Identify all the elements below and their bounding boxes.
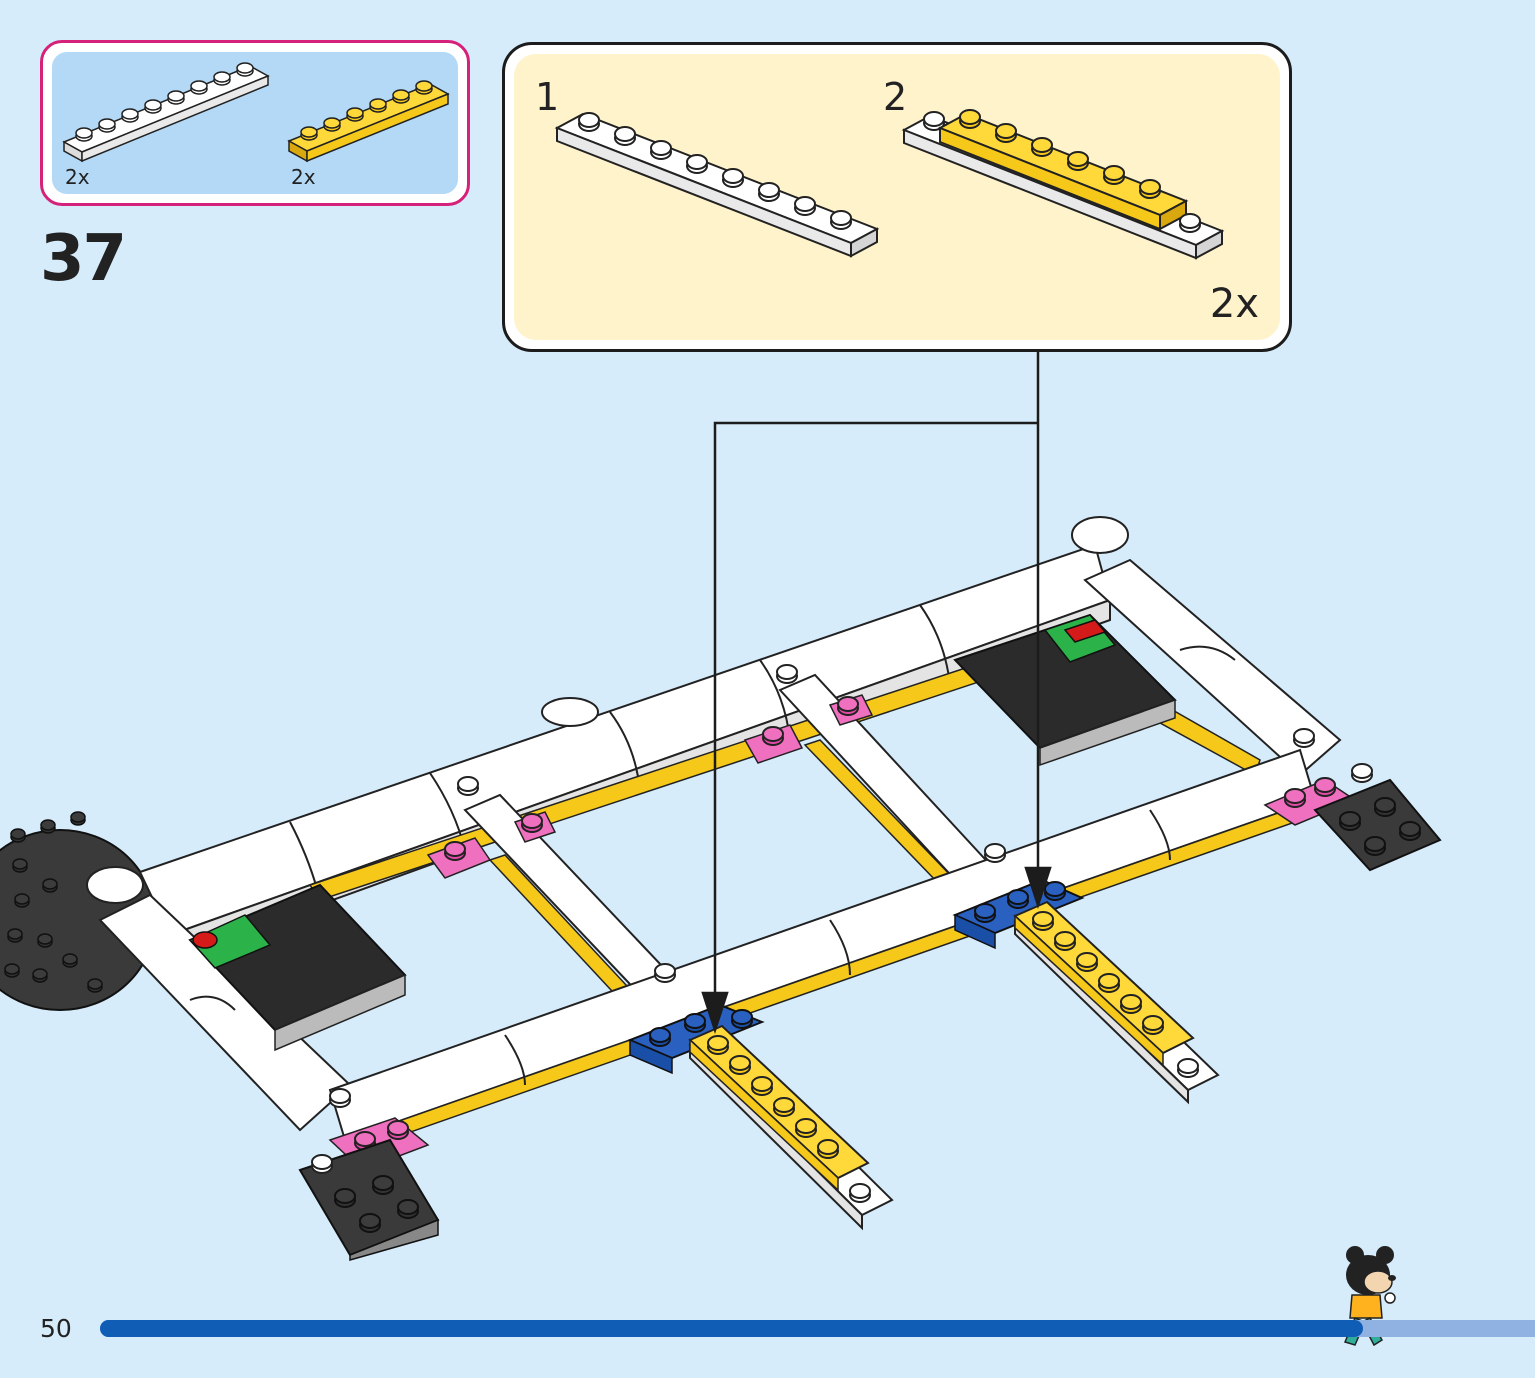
substep-1-label: 1 [535, 75, 560, 119]
callout-white-plate-icon [554, 112, 880, 258]
substep-2-label: 2 [883, 75, 908, 119]
progress-fill [100, 1320, 1363, 1337]
page-number: 50 [40, 1314, 72, 1343]
new-plates-front [627, 1003, 894, 1231]
white-plate-1x8-icon [62, 62, 270, 163]
new-plates-back [952, 878, 1220, 1105]
yellow-plate-1x6-icon [287, 80, 450, 163]
step-number: 37 [40, 222, 127, 296]
model-assembly [0, 516, 1442, 1261]
part-count-yellow-plate: 2x [291, 165, 316, 189]
callout-combined-plate-icon [901, 109, 1225, 260]
callout-multiplier: 2x [1209, 281, 1259, 327]
progress-bar [100, 1320, 1535, 1337]
mascot-character-icon [1343, 1246, 1396, 1347]
placement-arrows [701, 352, 1052, 1035]
part-count-white-plate: 2x [65, 165, 90, 189]
